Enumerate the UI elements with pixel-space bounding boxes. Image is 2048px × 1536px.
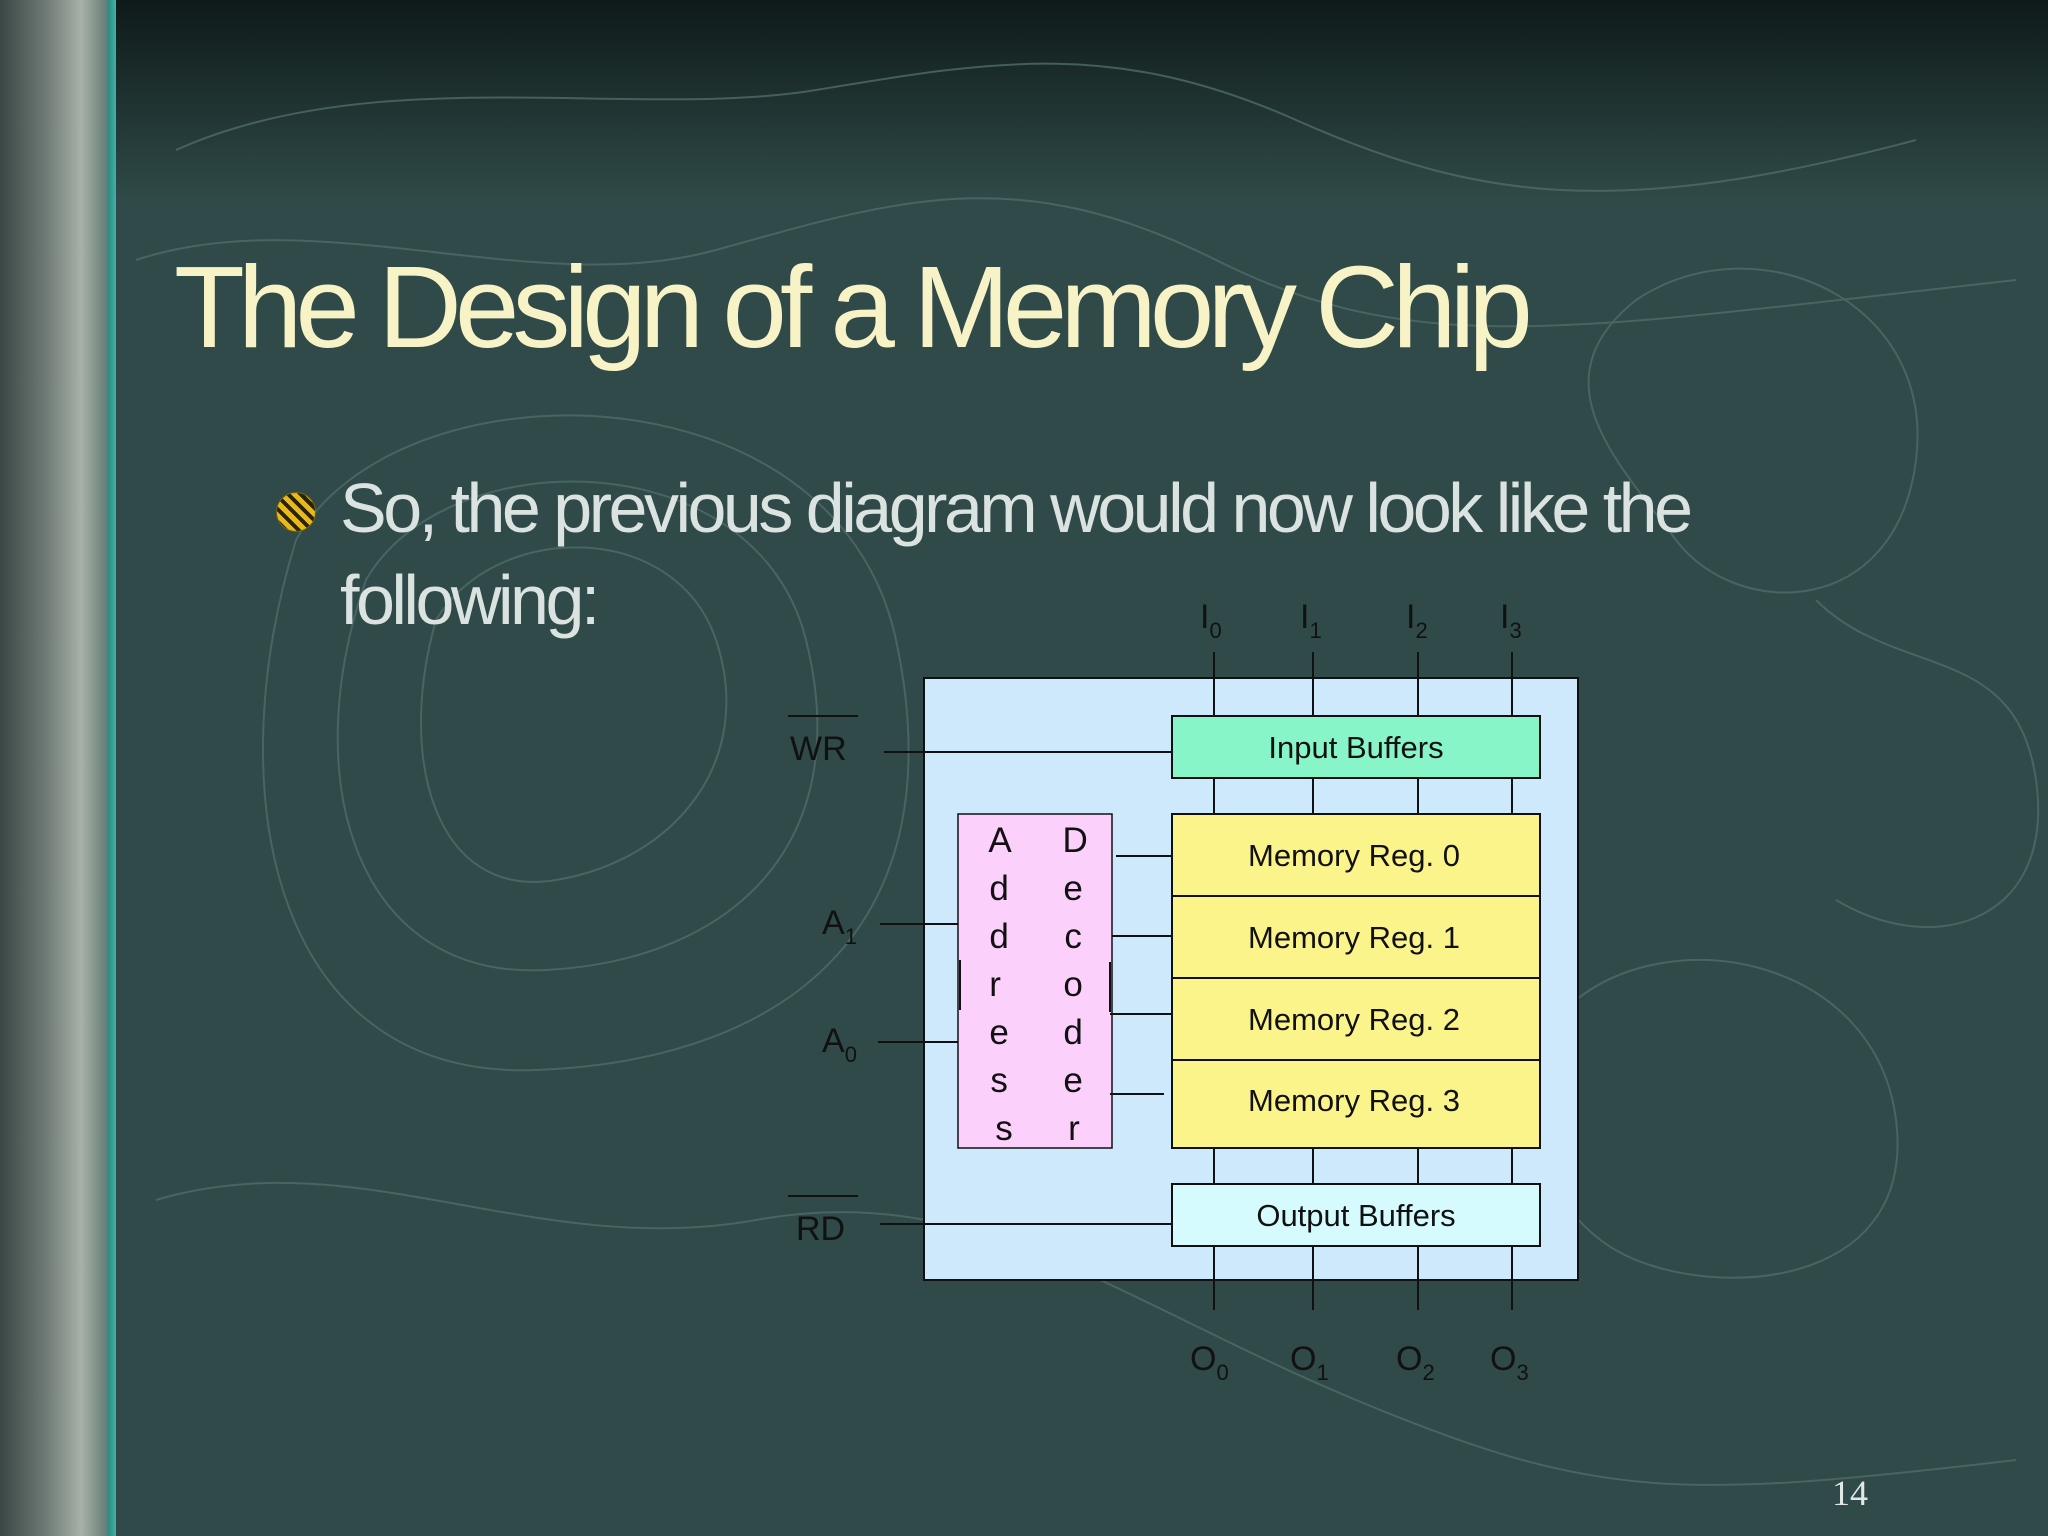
decoder-letter: D	[1062, 821, 1087, 860]
decoder-letter: e	[1063, 1061, 1082, 1100]
input-name: I	[1300, 598, 1309, 636]
input-sub: 1	[1309, 618, 1321, 643]
decoder-word-address: A d d r e s s	[988, 821, 1019, 1148]
output-buffers-label: Output Buffers	[1256, 1198, 1455, 1233]
memory-reg-2	[1171, 977, 1541, 1061]
decoder-letter: r	[989, 965, 1001, 1004]
input-buffers	[1171, 715, 1541, 779]
decoder-edge-ticks	[959, 960, 1111, 1012]
memory-reg-0	[1171, 813, 1541, 897]
memory-reg-2-label: Memory Reg. 2	[1248, 1002, 1460, 1037]
input-label-3: I3	[1500, 598, 1522, 643]
rd-label: RD	[796, 1210, 845, 1248]
output-bus-lines	[1213, 1148, 1513, 1184]
decoder-letter: d	[1063, 1013, 1082, 1052]
input-pin-lines	[1213, 652, 1513, 716]
decoder-letter: d	[989, 917, 1008, 956]
output-label-0: O0	[1190, 1340, 1229, 1385]
top-shade	[0, 0, 2048, 200]
input-label-1: I1	[1300, 598, 1322, 643]
input-name: I	[1200, 598, 1209, 636]
decoder-letter: s	[990, 1061, 1008, 1100]
output-name: O	[1396, 1340, 1422, 1378]
input-sub: 0	[1209, 618, 1221, 643]
input-bus-lines	[1213, 778, 1513, 814]
strip-edge	[108, 0, 116, 1536]
input-name: I	[1406, 598, 1415, 636]
output-name: O	[1190, 1340, 1216, 1378]
a0-label: A0	[822, 1022, 857, 1067]
output-buffers	[1171, 1183, 1541, 1247]
memory-reg-1-label: Memory Reg. 1	[1248, 920, 1460, 955]
memory-reg-3	[1171, 1059, 1541, 1149]
wr-label: WR	[790, 730, 847, 768]
output-label-1: O1	[1290, 1340, 1329, 1385]
input-name: I	[1500, 598, 1509, 636]
output-pin-lines	[1213, 1246, 1513, 1310]
memory-reg-3-label: Memory Reg. 3	[1248, 1083, 1460, 1118]
output-sub: 2	[1422, 1360, 1434, 1385]
input-label-0: I0	[1200, 598, 1222, 643]
bullet-text: So, the previous diagram would now look …	[340, 469, 1693, 639]
select-lines	[1110, 855, 1172, 1095]
input-buffers-label: Input Buffers	[1268, 730, 1443, 765]
output-name: O	[1490, 1340, 1516, 1378]
address-decoder	[957, 813, 1113, 1149]
a1-sub: 1	[845, 924, 857, 949]
decoder-letter: e	[989, 1013, 1008, 1052]
a1-name: A	[822, 904, 845, 942]
control-lines	[878, 751, 1172, 1225]
decoder-letter: o	[1063, 965, 1082, 1004]
memory-reg-0-label: Memory Reg. 0	[1248, 838, 1460, 873]
input-sub: 2	[1415, 618, 1427, 643]
a0-name: A	[822, 1022, 845, 1060]
decoder-letter: d	[989, 869, 1008, 908]
decorative-map-strip	[0, 0, 116, 1536]
decoder-letter: c	[1064, 917, 1082, 956]
decoder-letter: r	[1068, 1109, 1080, 1148]
input-label-2: I2	[1406, 598, 1428, 643]
bullet-icon	[276, 492, 316, 532]
output-sub: 1	[1316, 1360, 1328, 1385]
decoder-letter: s	[995, 1109, 1013, 1148]
decoder-letter: A	[988, 821, 1012, 860]
output-label-2: O2	[1396, 1340, 1435, 1385]
input-sub: 3	[1509, 618, 1521, 643]
decoder-word-decoder: D e c o d e r	[1062, 821, 1097, 1148]
output-name: O	[1290, 1340, 1316, 1378]
page-number: 14	[1832, 1473, 1868, 1513]
output-sub: 3	[1516, 1360, 1528, 1385]
output-sub: 0	[1216, 1360, 1228, 1385]
a0-sub: 0	[845, 1042, 857, 1067]
slide-title: The Design of a Memory Chip	[174, 242, 1533, 372]
memory-reg-1	[1171, 895, 1541, 979]
output-label-3: O3	[1490, 1340, 1529, 1385]
decoder-letter: e	[1063, 869, 1082, 908]
a1-label: A1	[822, 904, 857, 949]
